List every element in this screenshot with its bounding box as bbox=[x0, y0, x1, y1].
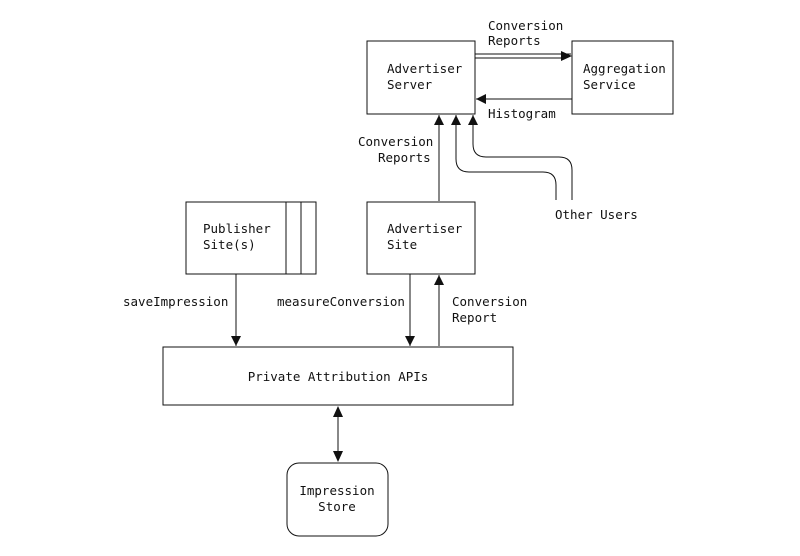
impression-store-edge bbox=[333, 406, 343, 462]
impression-store-label-line2: Store bbox=[318, 499, 356, 514]
impression-store-label-line1: Impression bbox=[299, 483, 374, 498]
publisher-sites-label-line1: Publisher bbox=[203, 221, 271, 236]
private-attribution-apis-node: Private Attribution APIs bbox=[162, 346, 514, 406]
conversion-reports-top-label-line2: Reports bbox=[488, 33, 541, 48]
measure-conversion-edge: measureConversion bbox=[277, 274, 415, 346]
conversion-reports-to-server-edge: Conversion Reports bbox=[358, 115, 444, 201]
other-users-label: Other Users bbox=[555, 207, 638, 222]
conversion-report-label-line2: Report bbox=[452, 310, 497, 325]
conversion-reports-mid-label-line2: Reports bbox=[378, 150, 431, 165]
conversion-report-label-line1: Conversion bbox=[452, 294, 527, 309]
advertiser-site-node: Advertiser Site bbox=[366, 201, 476, 275]
aggregation-service-label-line2: Service bbox=[583, 77, 636, 92]
publisher-sites-label-line2: Site(s) bbox=[203, 237, 256, 252]
histogram-label: Histogram bbox=[488, 106, 556, 121]
conversion-reports-mid-label-line1: Conversion bbox=[358, 134, 433, 149]
advertiser-site-label-line1: Advertiser bbox=[387, 221, 463, 236]
advertiser-site-label-line2: Site bbox=[387, 237, 417, 252]
advertiser-server-label-line2: Server bbox=[387, 77, 433, 92]
conversion-report-edge: Conversion Report bbox=[434, 275, 527, 346]
advertiser-server-node: Advertiser Server bbox=[366, 40, 476, 115]
publisher-sites-node: Publisher Site(s) bbox=[185, 201, 317, 275]
other-users-edges: Other Users bbox=[451, 115, 638, 222]
conversion-reports-to-aggregation-edge: Conversion Reports bbox=[475, 18, 572, 61]
private-attribution-apis-label: Private Attribution APIs bbox=[248, 369, 429, 384]
impression-store-node: Impression Store bbox=[286, 462, 389, 537]
aggregation-service-label-line1: Aggregation bbox=[583, 61, 666, 76]
conversion-reports-top-label-line1: Conversion bbox=[488, 18, 563, 33]
save-impression-edge: saveImpression bbox=[123, 274, 241, 346]
histogram-edge: Histogram bbox=[476, 94, 572, 121]
advertiser-server-label-line1: Advertiser bbox=[387, 61, 463, 76]
save-impression-label: saveImpression bbox=[123, 294, 228, 309]
aggregation-service-node: Aggregation Service bbox=[571, 40, 674, 115]
measure-conversion-label: measureConversion bbox=[277, 294, 405, 309]
